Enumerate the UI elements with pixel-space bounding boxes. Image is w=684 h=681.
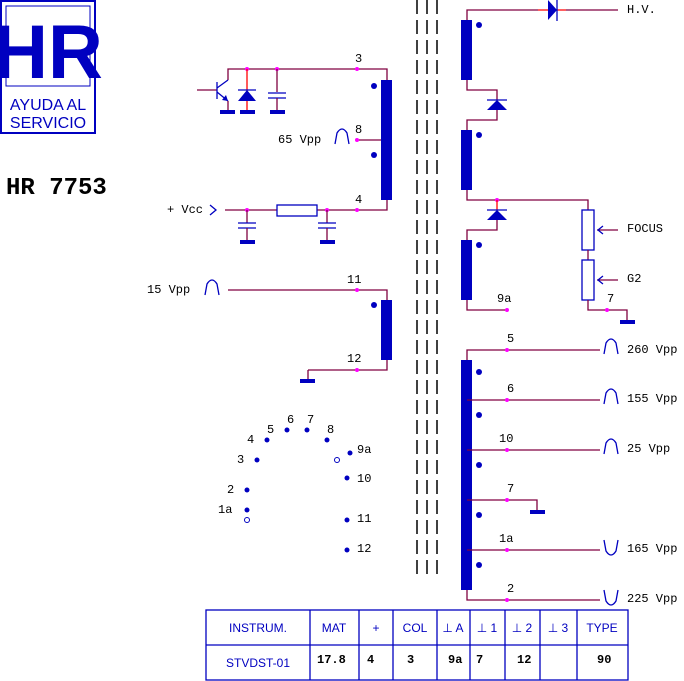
diode-icon [487, 99, 507, 110]
spec-table-row: STVDST-01 17.8 4 3 9a 7 12 90 [226, 653, 611, 670]
pin-7-label: 7 [507, 482, 514, 496]
header-mat: MAT [322, 621, 347, 635]
header-ground-a: ⊥ A [442, 621, 463, 635]
pulse-icon [603, 338, 619, 355]
output-25vpp-label: 25 Vpp [627, 442, 670, 456]
pinout-6: 6 [287, 413, 294, 427]
pin-10-label: 10 [499, 432, 513, 446]
transformer-core [416, 0, 438, 580]
diode-icon [487, 209, 507, 220]
focus-pot-icon [581, 209, 595, 251]
focus-label: FOCUS [627, 222, 663, 236]
pulse-icon [334, 128, 350, 145]
value-ground-2: 12 [517, 653, 531, 667]
resistor-icon [276, 204, 318, 217]
hv-label: H.V. [627, 3, 656, 17]
pulse-icon [603, 438, 619, 455]
pinout-diagram: 1a 2 3 4 5 6 7 8 9a 10 11 12 [218, 413, 371, 556]
pinout-12: 12 [357, 542, 371, 556]
header-instrum: INSTRUM. [229, 621, 287, 635]
spec-table-header: INSTRUM. MAT + COL ⊥ A ⊥ 1 ⊥ 2 ⊥ 3 TYPE [229, 621, 618, 635]
pinout-10: 10 [357, 472, 371, 486]
secondary-winding: 5 6 10 7 1a 2 260 Vpp 155 Vpp 25 Vpp 165… [461, 332, 677, 606]
pin-12-label: 12 [347, 352, 361, 366]
pinout-8: 8 [327, 423, 334, 437]
pinout-4: 4 [247, 433, 254, 447]
pinout-1a: 1a [218, 503, 232, 517]
logo-brand: HR [0, 10, 103, 95]
pinout-5: 5 [267, 423, 274, 437]
g2-label: G2 [627, 272, 641, 286]
pin-11-label: 11 [347, 273, 361, 287]
pin-3-label: 3 [355, 52, 362, 66]
hv-section: H.V. 9a FOCUS G2 7 [461, 0, 663, 324]
pinout-2: 2 [227, 483, 234, 497]
value-col: 3 [407, 653, 414, 667]
header-ground-3: ⊥ 3 [548, 621, 569, 635]
capacitor-icon [268, 69, 286, 114]
pulse-icon [204, 279, 220, 296]
capacitor-icon [238, 210, 336, 244]
diode-icon [548, 0, 558, 21]
inverted-pulse-icon [603, 589, 619, 606]
header-plus: + [372, 621, 379, 635]
model-title: HR 7753 [6, 175, 107, 202]
logo: HR AYUDA AL SERVICIO [0, 0, 103, 134]
logo-line2: SERVICIO [10, 115, 86, 132]
header-col: COL [403, 621, 428, 635]
pinout-9a: 9a [357, 443, 371, 457]
header-ground-2: ⊥ 2 [512, 621, 533, 635]
pin-9a-label: 9a [497, 292, 511, 306]
pulse-15vpp-label: 15 Vpp [147, 283, 190, 297]
output-260vpp-label: 260 Vpp [627, 343, 677, 357]
pin-4-label: 4 [355, 193, 362, 207]
output-225vpp-label: 225 Vpp [627, 592, 677, 606]
output-165vpp-label: 165 Vpp [627, 542, 677, 556]
output-155vpp-label: 155 Vpp [627, 392, 677, 406]
header-ground-1: ⊥ 1 [477, 621, 498, 635]
value-ground-a: 9a [448, 653, 462, 667]
pin-1a-label: 1a [499, 532, 513, 546]
spec-table [205, 609, 629, 681]
logo-line1: AYUDA AL [10, 97, 86, 114]
value-mat: 17.8 [317, 653, 346, 667]
pin-2-label: 2 [507, 582, 514, 596]
pin-6-label: 6 [507, 382, 514, 396]
value-plus: 4 [367, 653, 374, 667]
value-ground-1: 7 [476, 653, 483, 667]
pinout-3: 3 [237, 453, 244, 467]
pin-7-label: 7 [607, 292, 614, 306]
pin-5-label: 5 [507, 332, 514, 346]
input-arrow-icon [209, 204, 218, 216]
inverted-pulse-icon [603, 539, 619, 556]
diode-icon [238, 69, 256, 114]
pulse-icon [603, 388, 619, 405]
pin-8-label: 8 [355, 123, 362, 137]
pinout-11: 11 [357, 512, 371, 526]
header-type: TYPE [586, 621, 617, 635]
value-instrum: STVDST-01 [226, 656, 290, 670]
primary-winding: 3 8 4 65 Vpp + Vcc [167, 52, 392, 244]
transistor-icon [197, 79, 235, 114]
value-type: 90 [597, 653, 611, 667]
pinout-7: 7 [307, 413, 314, 427]
g2-pot-icon [581, 259, 595, 301]
aux-winding: 11 12 15 Vpp [147, 273, 392, 383]
pulse-65vpp-label: 65 Vpp [278, 133, 321, 147]
vcc-label: + Vcc [167, 203, 203, 217]
